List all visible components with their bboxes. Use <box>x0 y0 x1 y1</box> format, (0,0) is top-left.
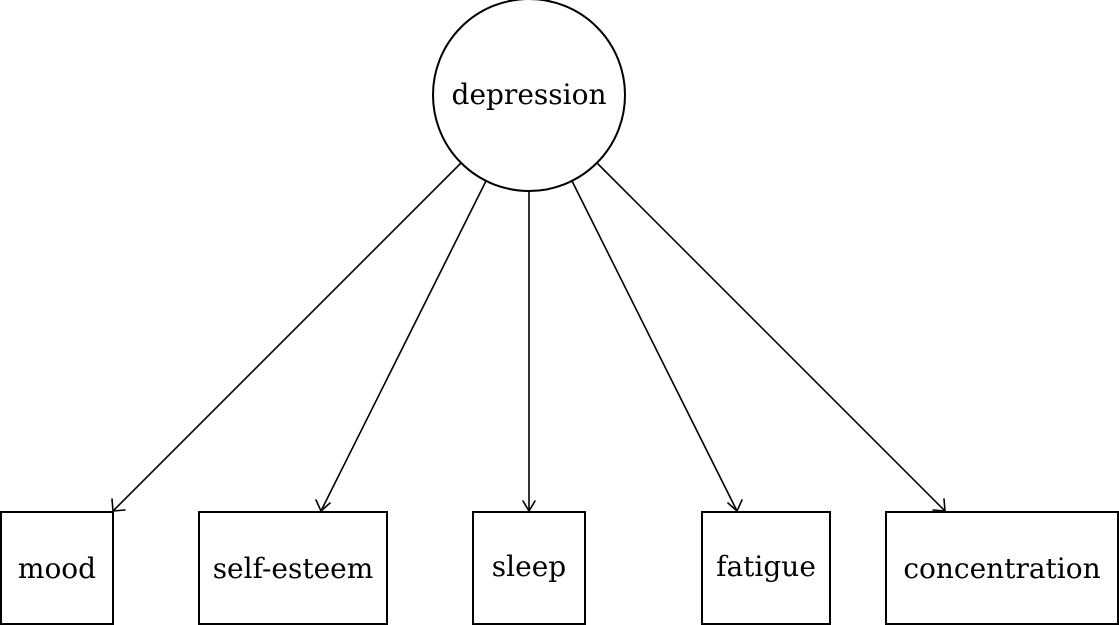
indicator-box <box>198 511 388 625</box>
indicator-node-concentration: concentration <box>885 511 1119 625</box>
indicator-box <box>701 511 831 625</box>
indicator-node-fatigue: fatigue <box>701 511 831 625</box>
indicator-node-self-esteem: self-esteem <box>198 511 388 625</box>
indicator-label: mood <box>18 552 96 585</box>
indicator-node-sleep: sleep <box>472 511 586 625</box>
indicator-label: sleep <box>492 550 566 583</box>
latent-label: depression <box>452 78 607 111</box>
edge-depression-fatigue <box>571 180 743 512</box>
indicator-node-mood: mood <box>0 511 114 625</box>
edge-group <box>111 162 946 512</box>
latent-circle <box>432 0 626 192</box>
indicator-label: self-esteem <box>213 552 374 585</box>
edge-depression-self-esteem <box>315 180 487 512</box>
indicator-box <box>885 511 1119 625</box>
indicator-label: fatigue <box>716 550 816 583</box>
indicator-box <box>0 511 114 625</box>
indicator-box <box>472 511 586 625</box>
indicator-label: concentration <box>903 552 1100 585</box>
edge-depression-sleep <box>522 191 536 512</box>
latent-node-depression: depression <box>432 0 626 192</box>
